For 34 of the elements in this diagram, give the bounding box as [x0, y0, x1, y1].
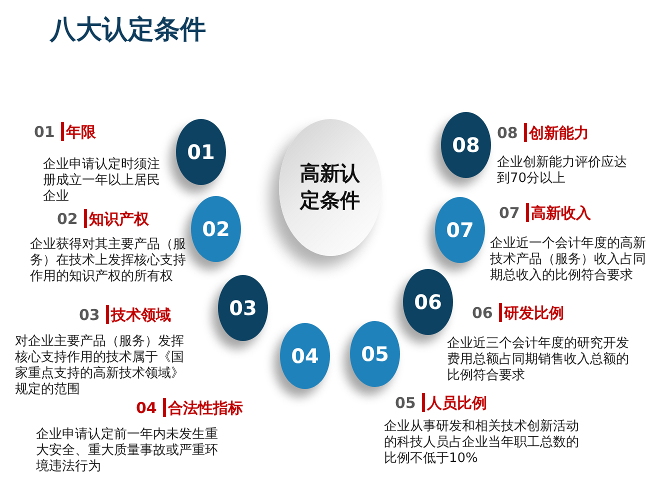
- number-ellipse: 03: [218, 275, 268, 341]
- title: 八大认定条件: [50, 14, 206, 47]
- description-text: 企业近一个会计年度的高新技术产品（服务）收入占同期总收入的比例符合要求: [490, 236, 647, 284]
- description-text: 对企业主要产品（服务）发挥核心支持作用的技术属于《国家重点支持的高新技术领域》规定的范围: [15, 334, 185, 398]
- number-ellipse: 06: [403, 269, 453, 335]
- item-number: 02: [57, 209, 78, 229]
- description-text: 企业申请认定前一年内未发生重大安全、重大质量事故或严重环境违法行为: [36, 427, 219, 475]
- item-heading: 年限: [66, 122, 96, 142]
- item-number: 01: [34, 122, 55, 142]
- item-number: 05: [395, 393, 416, 413]
- number-ellipse: 07: [435, 197, 485, 263]
- item-heading: 知识产权: [88, 209, 149, 229]
- item-heading: 合法性指标: [168, 398, 243, 418]
- number-ellipse: 05: [350, 321, 400, 387]
- item-number: 03: [79, 305, 100, 325]
- description-text: 企业从事研发和相关技术创新活动的科技人员占企业当年职工总数的比例不低于10%: [384, 419, 580, 467]
- item-number: 06: [472, 303, 493, 323]
- item-heading: 人员比例: [426, 393, 487, 413]
- number-ellipse: 08: [441, 112, 491, 178]
- item-number: 04: [136, 398, 157, 418]
- number-ellipse: 01: [176, 119, 226, 185]
- item-number: 07: [499, 203, 520, 223]
- item-number: 08: [497, 123, 518, 143]
- number-ellipse: 02: [191, 196, 241, 262]
- item-heading: 技术领域: [110, 305, 171, 325]
- item-heading: 高新收入: [530, 203, 591, 223]
- description-text: 企业申请认定时须注册成立一年以上居民企业: [43, 157, 161, 205]
- description-text: 企业创新能力评价应达到70分以上: [497, 155, 628, 187]
- item-heading: 研发比例: [504, 303, 564, 323]
- center-circle: 高新认定条件: [278, 118, 382, 256]
- item-heading: 创新能力: [528, 123, 589, 143]
- description-text: 企业近三个会计年度的研究开发费用总额占同期销售收入总额的比例符合要求: [447, 336, 630, 384]
- description-text: 企业获得对其主要产品（服务）在技术上发挥核心支持作用的知识产权的所有权: [30, 237, 187, 285]
- number-ellipse: 04: [280, 323, 330, 389]
